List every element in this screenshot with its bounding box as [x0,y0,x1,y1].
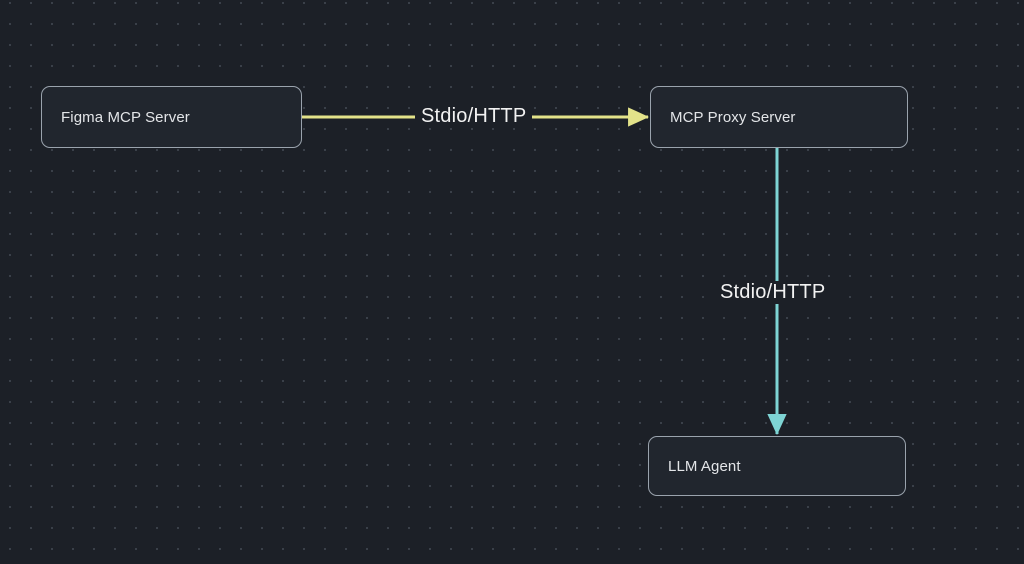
node-mcp-proxy-server[interactable]: MCP Proxy Server [650,86,908,148]
node-label: Figma MCP Server [61,108,190,126]
node-figma-mcp-server[interactable]: Figma MCP Server [41,86,302,148]
node-label: MCP Proxy Server [670,108,796,126]
node-llm-agent[interactable]: LLM Agent [648,436,906,496]
node-label: LLM Agent [668,457,741,475]
edge-label-proxy-to-agent: Stdio/HTTP [714,281,832,304]
edge-label-figma-to-proxy: Stdio/HTTP [415,105,533,128]
